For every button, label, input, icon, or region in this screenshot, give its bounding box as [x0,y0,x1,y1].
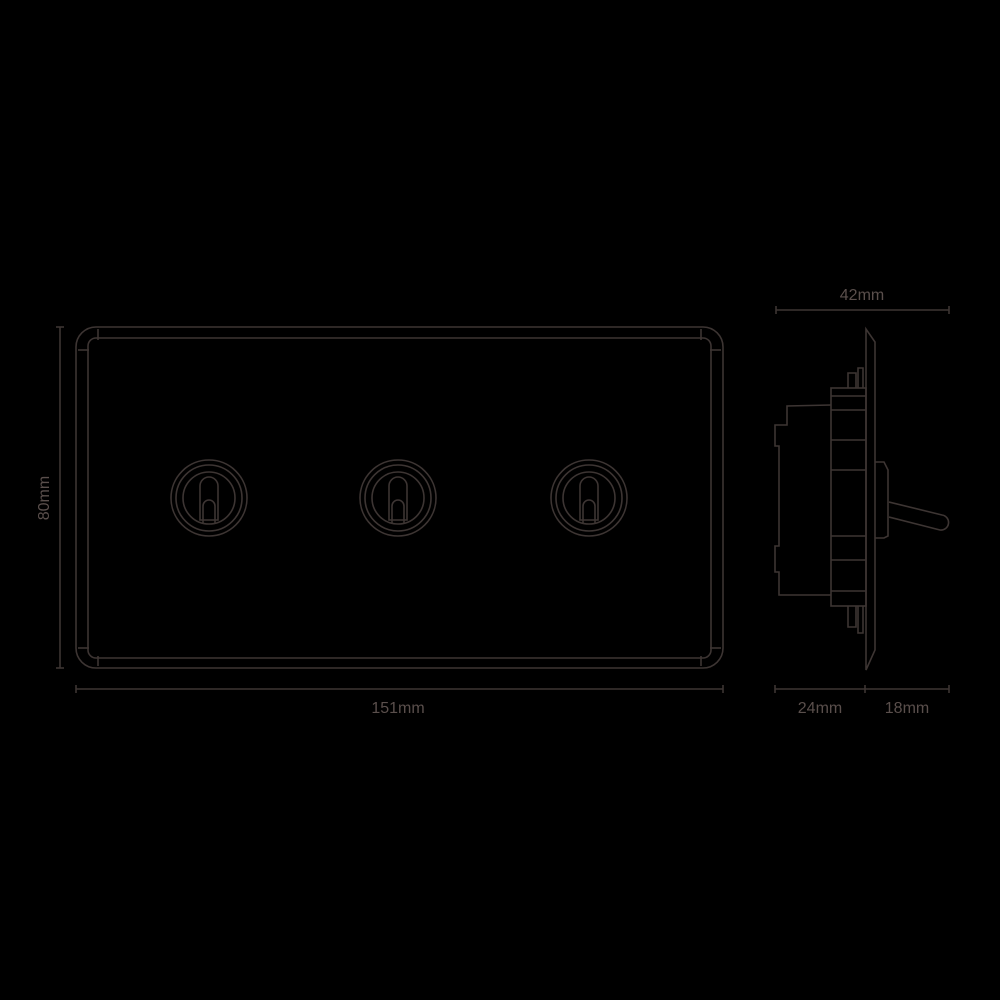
depth-dimension-line [775,306,950,314]
toggle-switch-1 [170,459,248,537]
back-front-dimension-line [774,685,950,693]
toggle-switch-2 [359,459,437,537]
height-label: 80mm [36,476,53,520]
front-depth-label: 18mm [885,700,929,717]
width-dimension-line [75,685,724,693]
toggle-switch-3 [550,459,628,537]
depth-label: 42mm [840,287,884,304]
width-label: 151mm [371,700,424,717]
front-plate [75,326,724,669]
height-dimension-line [56,326,64,669]
side-view [774,326,950,671]
back-depth-label: 24mm [798,700,842,717]
